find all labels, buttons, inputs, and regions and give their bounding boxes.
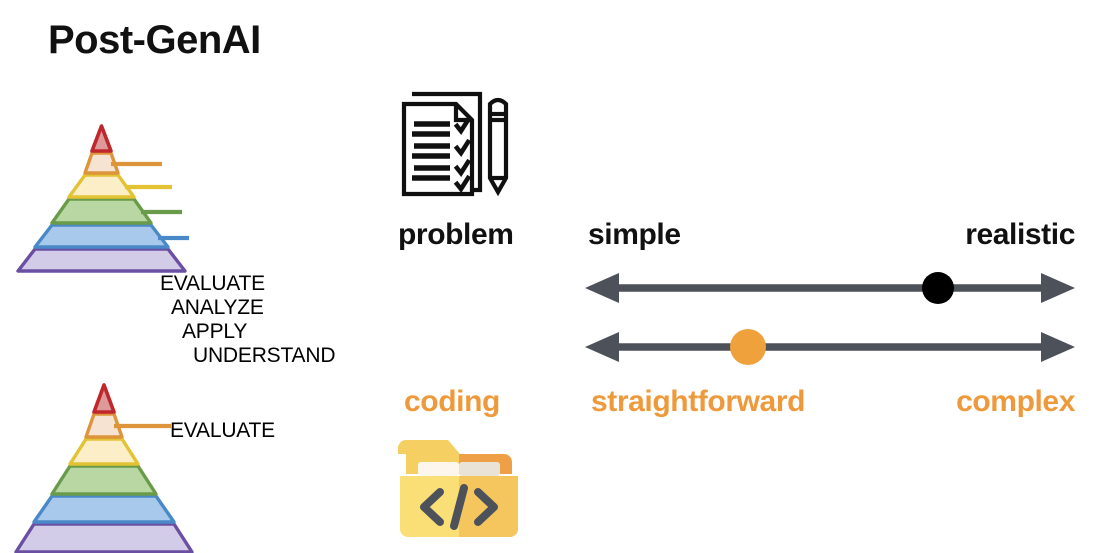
folder-paper-right (459, 462, 500, 476)
top-pyramid-group: EVALUATE ANALYZE APPLY UNDERSTAND (14, 120, 374, 367)
blooms-pyramid-bottom (14, 383, 194, 553)
doc-checkmarks (453, 116, 472, 193)
pyramid-layer-understand (32, 494, 176, 524)
doc-back-sheet (412, 91, 483, 193)
axis-marker-dot[interactable] (730, 329, 766, 365)
doc-front-sheet (401, 101, 475, 197)
pyramid-layer-evaluate (84, 412, 124, 439)
pencil-icon (487, 97, 509, 197)
problem-axis-arrow (585, 272, 1075, 304)
pyramid-label-evaluate: EVALUATE (160, 272, 265, 295)
pyramid-layer-apply (50, 464, 158, 496)
axis-arrowhead-right (1041, 273, 1075, 303)
problem-axis-group: simple realistic (585, 218, 1075, 310)
pyramid-layer-create (92, 383, 116, 414)
pyramid-layer-analyze (67, 173, 136, 199)
pyramid-label-evaluate: EVALUATE (170, 419, 275, 442)
axis-label-complex: complex (956, 385, 1075, 418)
blooms-pyramid-top (16, 124, 189, 273)
folder-tab-left (398, 440, 460, 454)
problem-checklist-icon (401, 91, 509, 197)
coding-icon-group: coding (398, 385, 533, 550)
page-title: Post-GenAI (48, 18, 261, 62)
problem-icon-group: problem (398, 82, 528, 251)
coding-axis-group: straightforward complex (585, 325, 1075, 425)
pyramid-layer-evaluate (83, 151, 120, 175)
axis-arrowhead-left (585, 332, 619, 362)
coding-axis-arrow (585, 329, 1075, 365)
problem-caption: problem (398, 218, 514, 251)
code-glyph (420, 484, 498, 530)
axis-arrowhead-left (585, 273, 619, 303)
axis-arrowhead-right (1041, 332, 1075, 362)
coding-folder-icon (398, 440, 518, 537)
axis-marker-dot[interactable] (922, 272, 954, 304)
pyramid-layer-analyze (68, 437, 140, 466)
bottom-pyramid-group: EVALUATE (14, 378, 374, 553)
pyramid-label-understand: UNDERSTAND (193, 344, 336, 367)
pyramid-layer-understand (33, 223, 170, 249)
pyramid-layer-create (90, 124, 113, 153)
pyramid-layer-remember (16, 247, 187, 273)
doc-text-lines (412, 121, 450, 181)
folder-paper-left (418, 462, 459, 476)
pyramid-layer-remember (14, 522, 194, 553)
axis-label-straightforward: straightforward (591, 385, 806, 418)
pyramid-label-analyze: ANALYZE (171, 296, 264, 319)
axis-label-realistic: realistic (965, 218, 1075, 251)
pyramid-label-apply: APPLY (182, 320, 248, 343)
pyramid-layer-apply (50, 197, 153, 225)
coding-caption: coding (404, 385, 500, 418)
axis-label-simple: simple (588, 218, 681, 251)
